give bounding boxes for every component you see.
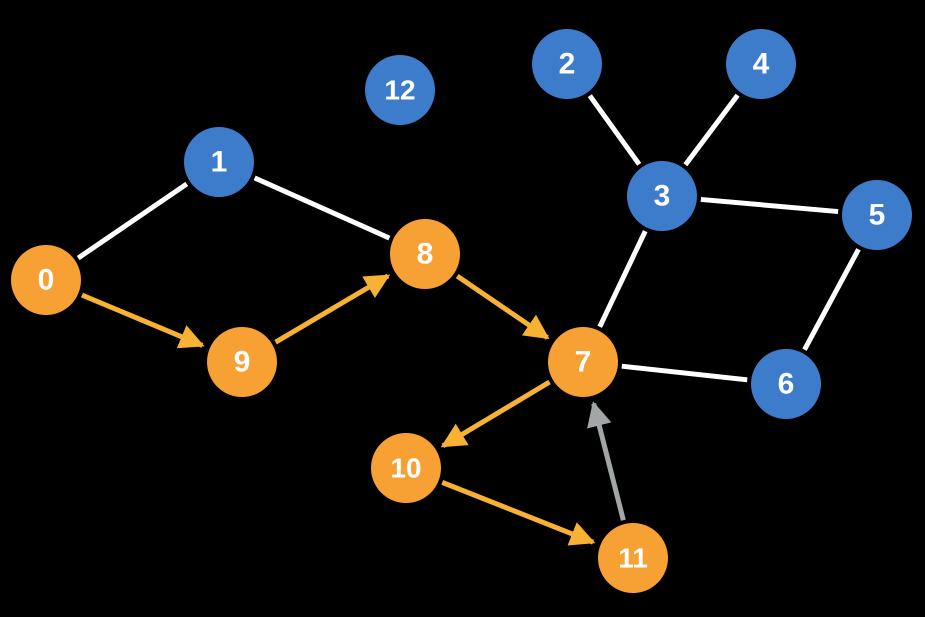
node-label-6: 6	[778, 368, 795, 401]
edge-10-11	[441, 480, 596, 546]
node-circle-9	[207, 327, 277, 397]
node-circle-4	[726, 29, 796, 99]
node-label-3: 3	[654, 180, 671, 213]
node-5: 5	[842, 180, 912, 250]
node-9: 9	[207, 327, 277, 397]
node-circle-0	[11, 245, 81, 315]
node-8: 8	[390, 219, 460, 289]
node-label-5: 5	[869, 199, 886, 232]
node-label-0: 0	[38, 264, 55, 297]
edge-0-9	[81, 292, 205, 349]
node-3: 3	[627, 161, 697, 231]
node-circle-6	[751, 349, 821, 419]
node-circle-8	[390, 219, 460, 289]
node-circle-2	[532, 29, 602, 99]
edge-1-8	[253, 175, 391, 241]
edge-7-10	[440, 379, 551, 449]
node-10: 10	[371, 433, 441, 503]
node-11: 11	[598, 523, 668, 593]
edge-2-3	[587, 94, 642, 166]
node-label-1: 1	[211, 146, 228, 179]
node-label-8: 8	[417, 238, 434, 271]
node-label-4: 4	[753, 48, 770, 81]
node-0: 0	[11, 245, 81, 315]
edge-0-1	[76, 181, 189, 261]
node-7: 7	[548, 327, 618, 397]
node-label-7: 7	[575, 346, 592, 379]
node-circle-5	[842, 180, 912, 250]
edge-7-6	[621, 363, 748, 383]
node-4: 4	[726, 29, 796, 99]
node-circle-10	[371, 433, 441, 503]
edge-8-7	[455, 273, 550, 340]
node-circle-7	[548, 327, 618, 397]
node-circle-1	[184, 127, 254, 197]
edge-11-7	[587, 401, 626, 521]
node-circle-11	[598, 523, 668, 593]
edge-5-6	[802, 248, 861, 351]
edge-3-7	[597, 230, 648, 328]
node-label-10: 10	[390, 453, 421, 484]
node-1: 1	[184, 127, 254, 197]
node-12: 12	[365, 55, 435, 125]
node-6: 6	[751, 349, 821, 419]
node-label-9: 9	[234, 346, 251, 379]
node-label-12: 12	[384, 75, 415, 106]
node-label-2: 2	[559, 48, 576, 81]
node-2: 2	[532, 29, 602, 99]
edge-4-3	[683, 93, 740, 167]
edges-layer	[76, 93, 861, 546]
node-label-11: 11	[618, 543, 648, 574]
node-circle-12	[365, 55, 435, 125]
edge-9-8	[274, 273, 391, 345]
node-circle-3	[627, 161, 697, 231]
edge-3-5	[700, 196, 839, 215]
